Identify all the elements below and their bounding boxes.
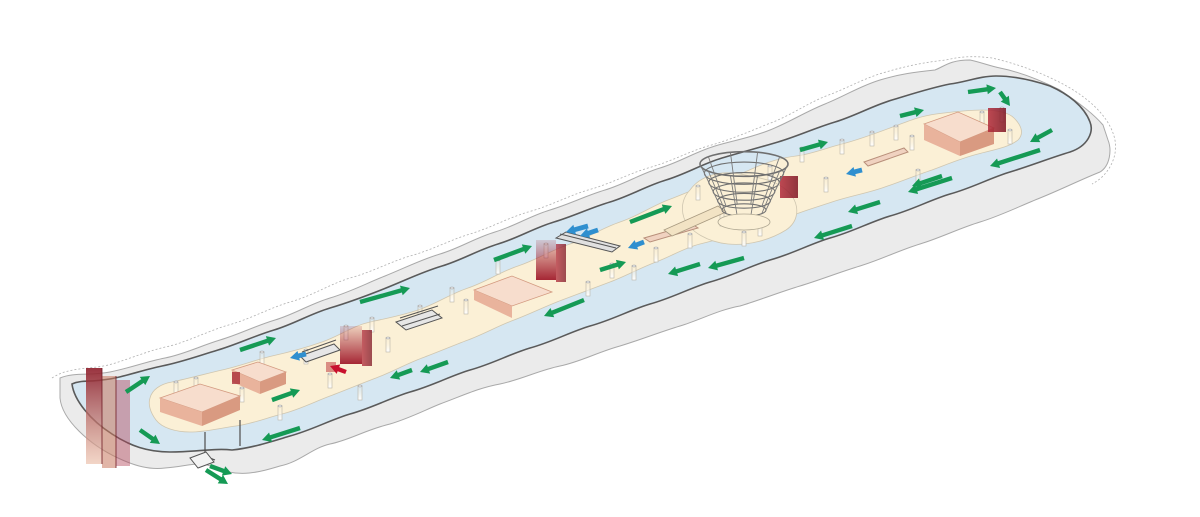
vertical-shaft xyxy=(86,368,130,468)
column-post xyxy=(910,135,914,150)
heat-zone xyxy=(536,240,556,280)
column-post xyxy=(824,177,828,192)
column-post xyxy=(840,139,844,154)
column-post xyxy=(328,373,332,388)
column-post xyxy=(464,299,468,314)
column-post xyxy=(654,247,658,262)
heat-zone xyxy=(362,330,372,366)
heat-zone xyxy=(340,326,362,364)
column-post xyxy=(386,337,390,352)
column-post xyxy=(278,405,282,420)
column-post xyxy=(894,125,898,140)
heat-zone xyxy=(232,372,240,384)
column-post xyxy=(370,317,374,332)
column-post xyxy=(870,131,874,146)
column-post xyxy=(632,265,636,280)
column-post xyxy=(450,287,454,302)
heat-zone xyxy=(556,244,566,282)
column-post xyxy=(240,387,244,402)
column-post xyxy=(768,165,772,180)
column-post xyxy=(742,231,746,246)
column-post xyxy=(696,185,700,200)
column-post xyxy=(688,233,692,248)
column-post xyxy=(358,385,362,400)
heat-zone xyxy=(780,176,798,198)
column-post xyxy=(1008,129,1012,144)
heat-zone xyxy=(988,108,1006,132)
column-post xyxy=(586,281,590,296)
